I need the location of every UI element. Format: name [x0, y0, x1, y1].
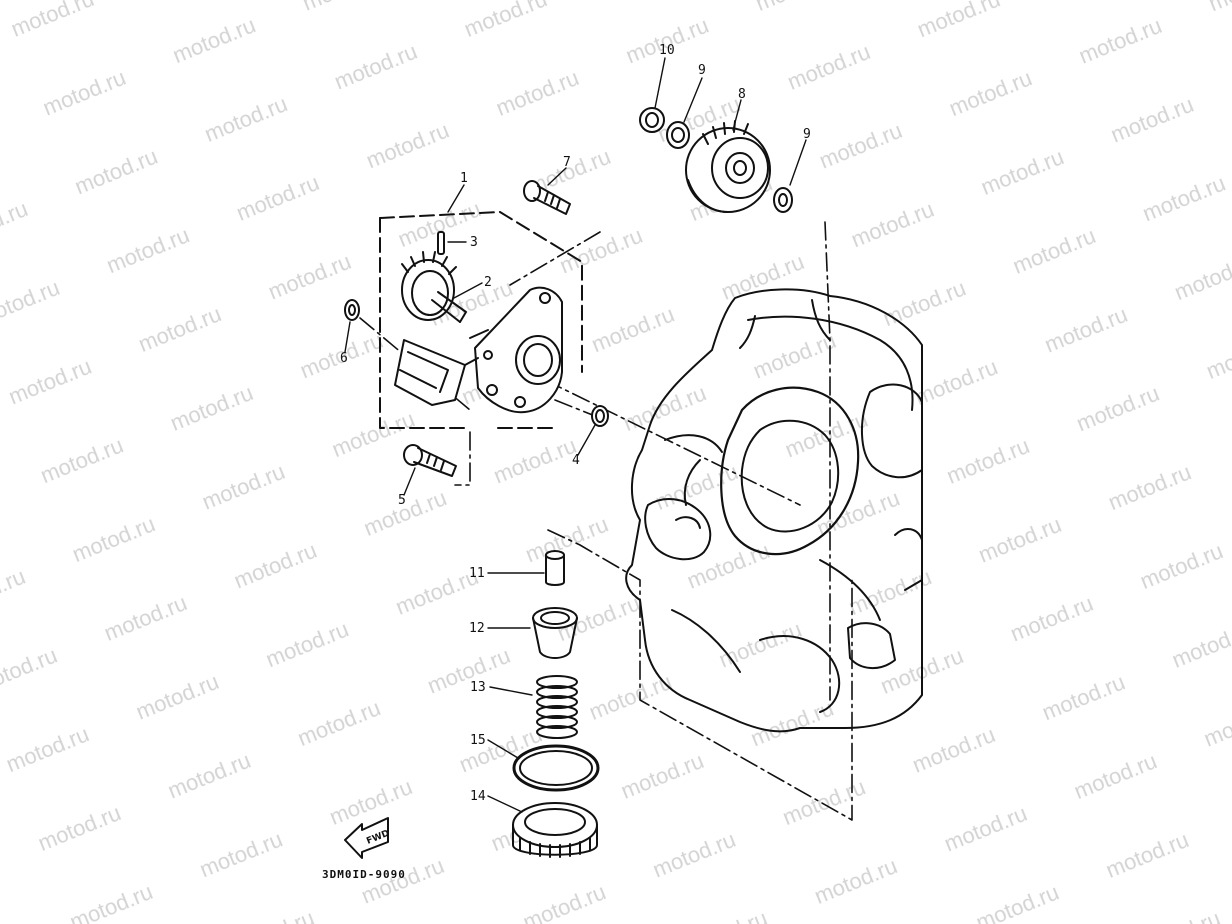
o-ring-4: [591, 405, 609, 427]
callout-10: 10: [659, 43, 675, 58]
bolt-7: [523, 180, 571, 215]
callout-14: 14: [470, 789, 486, 804]
callout-leaders: [344, 57, 807, 813]
callout-8: 8: [738, 87, 746, 102]
callout-6: 6: [340, 351, 348, 366]
callout-3: 3: [470, 235, 478, 250]
washer-9-top: [666, 121, 690, 149]
plug-14: [512, 802, 598, 858]
pump-drive-gear: [401, 251, 467, 323]
callout-15: 15: [470, 733, 486, 748]
washer-10: [639, 107, 665, 133]
oil-pump-assembly-frame: [379, 211, 583, 429]
o-ring-15: [512, 744, 600, 792]
callout-7: 7: [563, 155, 571, 170]
gear-8: [685, 120, 771, 213]
dowel-pin: [437, 231, 445, 255]
callout-13: 13: [470, 680, 486, 695]
callout-9-top: 9: [698, 63, 706, 78]
reference-code: 3DM0ID-9090: [322, 868, 406, 881]
callout-4: 4: [572, 453, 580, 468]
cup-12: [532, 607, 578, 659]
callout-11: 11: [469, 566, 485, 581]
callout-5: 5: [398, 493, 406, 508]
callout-12: 12: [469, 621, 485, 636]
collar-11: [545, 550, 565, 586]
callout-1: 1: [460, 171, 468, 186]
spring-13: [536, 675, 578, 739]
fwd-arrow-icon: [344, 817, 389, 859]
oil-pump-body: [469, 286, 563, 414]
washer-9-right: [773, 187, 793, 213]
o-ring-6: [344, 299, 360, 321]
oil-strainer: [394, 339, 479, 406]
callout-9-right: 9: [803, 127, 811, 142]
bolt-5: [403, 444, 457, 477]
callout-2: 2: [484, 275, 492, 290]
crankcase: [625, 288, 923, 733]
